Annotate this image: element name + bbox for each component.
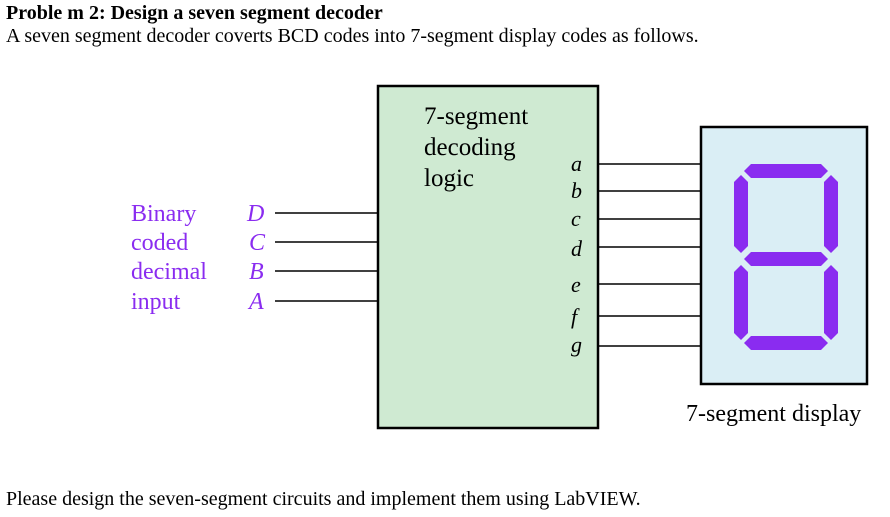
input-group-label-line-2: coded xyxy=(131,230,188,256)
input-label-a: A xyxy=(247,289,264,315)
output-label-f: f xyxy=(571,304,580,329)
decoder-label-line-3: logic xyxy=(424,165,474,192)
segment-f xyxy=(734,175,748,253)
output-label-a: a xyxy=(571,151,582,176)
problem-title: Proble m 2: Design a seven segment decod… xyxy=(6,2,383,24)
input-label-d: D xyxy=(246,201,264,227)
segment-e xyxy=(734,265,748,340)
output-label-d: d xyxy=(571,236,583,261)
display-caption: 7-segment display xyxy=(686,401,861,427)
input-label-c: C xyxy=(249,230,266,256)
input-label-b: B xyxy=(249,259,264,285)
segment-g xyxy=(744,252,828,266)
segment-b xyxy=(824,175,838,253)
output-label-e: e xyxy=(571,272,581,297)
decoder-block xyxy=(376,84,600,430)
output-label-g: g xyxy=(571,332,582,357)
decoder-label-line-2: decoding xyxy=(424,134,516,161)
segment-c xyxy=(824,265,838,340)
output-label-b: b xyxy=(571,178,582,203)
output-label-c: c xyxy=(571,206,581,231)
input-group-label-line-1: Binary xyxy=(131,201,196,227)
decoder-label-line-1: 7-segment xyxy=(424,103,528,130)
footer-instruction: Please design the seven-segment circuits… xyxy=(6,488,641,510)
input-group-label-line-3: decimal xyxy=(131,259,207,285)
segment-a xyxy=(744,164,828,178)
input-group-label-line-4: input xyxy=(131,289,181,315)
problem-intro: A seven segment decoder coverts BCD code… xyxy=(6,25,699,47)
segment-d xyxy=(744,336,828,350)
